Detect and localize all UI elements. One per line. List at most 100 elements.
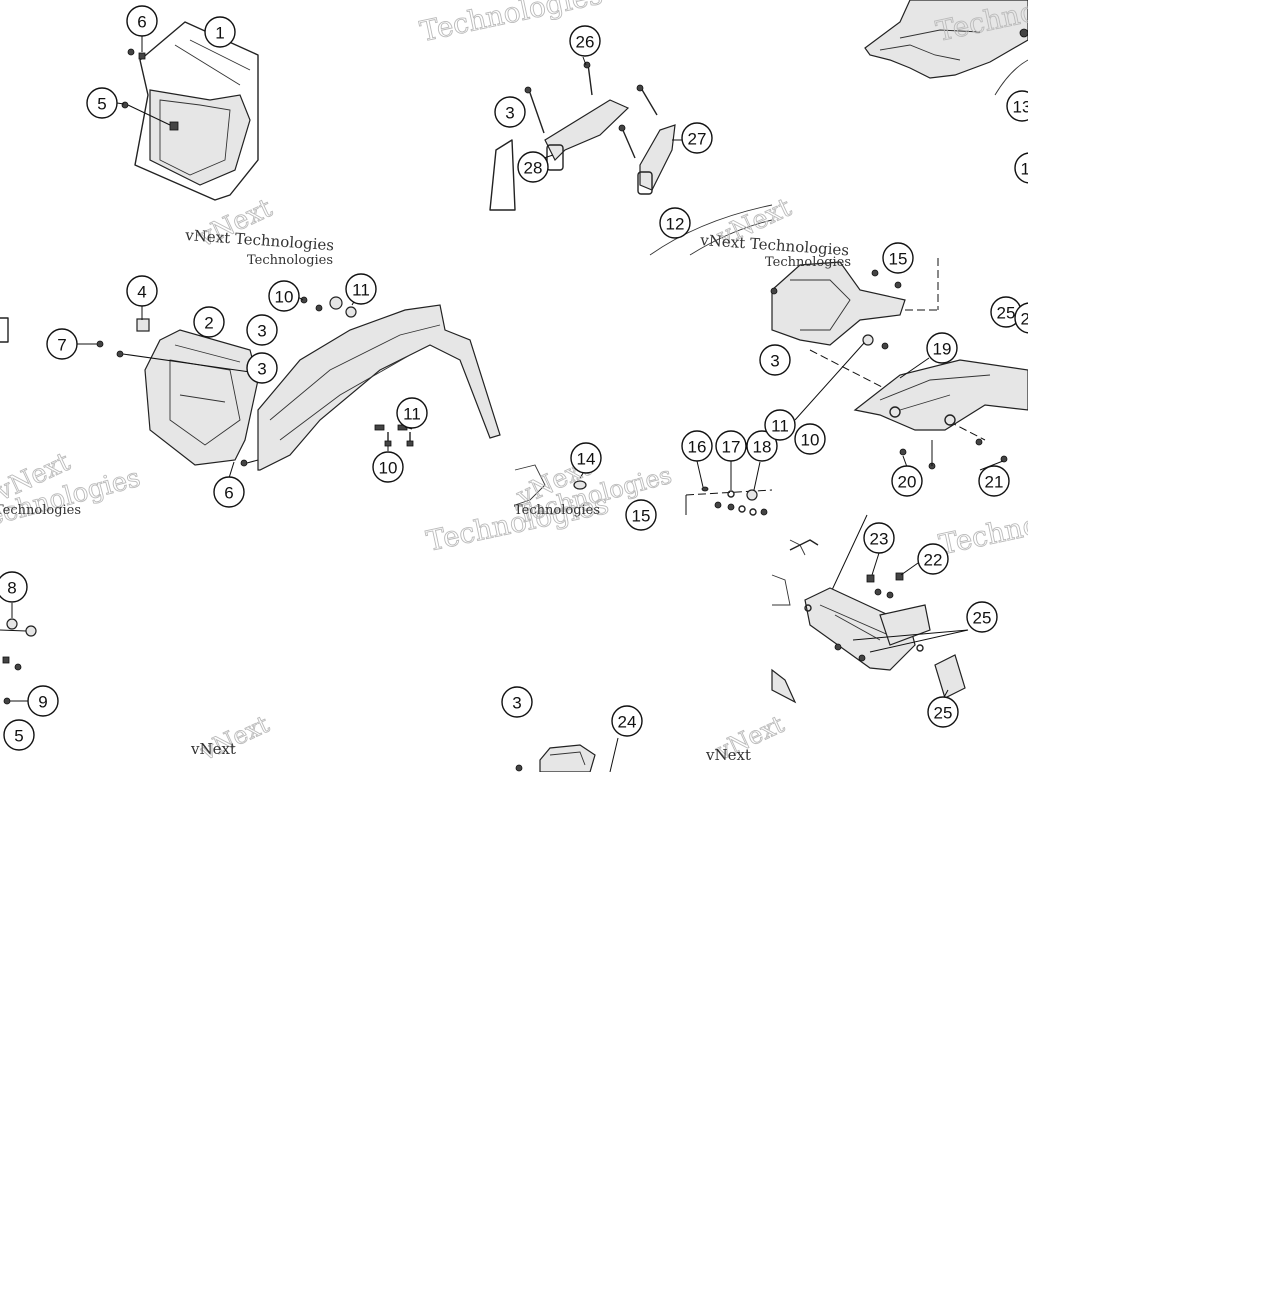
callout-circle xyxy=(193,306,225,338)
callout-circle xyxy=(926,332,958,364)
callout-circle xyxy=(611,705,643,737)
callout-number: 14 xyxy=(577,450,596,469)
watermark-text: Technologies xyxy=(765,255,851,270)
callout-16: 16 xyxy=(681,430,713,462)
grab-handle-right xyxy=(639,124,676,191)
callout-circle xyxy=(746,430,778,462)
callout-3: 3 xyxy=(501,686,533,718)
callout-circle xyxy=(625,499,657,531)
callout-number: 12 xyxy=(666,215,685,234)
tile-rear-fender xyxy=(770,258,1029,470)
callout-number: 27 xyxy=(688,130,707,149)
callout-number: 21 xyxy=(985,473,1004,492)
callout-21: 21 xyxy=(978,465,1010,497)
callout-6: 6 xyxy=(213,476,245,508)
callout-circle xyxy=(204,16,236,48)
tile-lower-rear xyxy=(515,737,619,773)
callout-4: 4 xyxy=(126,275,158,307)
headlight-housing-part xyxy=(144,329,259,466)
callout-number: 7 xyxy=(57,336,66,355)
callout-25: 25 xyxy=(966,601,998,633)
callout-number: 4 xyxy=(137,283,146,302)
callout-circle xyxy=(966,601,998,633)
callout-circle xyxy=(863,522,895,554)
callout-number: 9 xyxy=(38,693,47,712)
callout-number: 5 xyxy=(14,727,23,746)
callout-number: 3 xyxy=(257,360,266,379)
callout-circle xyxy=(681,430,713,462)
callout-10: 10 xyxy=(372,451,404,483)
callout-circle xyxy=(494,96,526,128)
callout-8: 8 xyxy=(0,571,28,603)
tile-seat-cover xyxy=(864,0,1029,96)
tile-headlight-mask xyxy=(121,21,259,201)
callout-28: 28 xyxy=(517,151,549,183)
callout-number: 10 xyxy=(801,431,820,450)
callout-1: 1 xyxy=(204,16,236,48)
callout-5: 5 xyxy=(3,719,35,751)
callout-number: 16 xyxy=(688,438,707,457)
callout-number: 3 xyxy=(512,694,521,713)
callout-number: 15 xyxy=(889,250,908,269)
callout-circle xyxy=(345,273,377,305)
callout-circle xyxy=(27,685,59,717)
callout-circle xyxy=(46,328,78,360)
watermark-text: vNext xyxy=(705,746,751,764)
callout-number: 3 xyxy=(770,352,779,371)
tile-hardware xyxy=(514,464,773,516)
callout-number: 6 xyxy=(137,13,146,32)
callout-3: 3 xyxy=(759,344,791,376)
callout-number: 8 xyxy=(7,579,16,598)
callout-10: 10 xyxy=(794,423,826,455)
callout-7: 7 xyxy=(46,328,78,360)
tile-misc-left xyxy=(0,603,37,705)
callout-circle xyxy=(86,87,118,119)
callout-20: 20 xyxy=(891,465,923,497)
rear-bracket-part xyxy=(771,261,906,346)
callout-number: 17 xyxy=(722,438,741,457)
callout-2: 2 xyxy=(193,306,225,338)
watermark-text: vNext xyxy=(190,740,236,758)
callout-number: 13 xyxy=(1013,98,1032,117)
callout-18: 18 xyxy=(746,430,778,462)
callout-circle xyxy=(246,314,278,346)
callout-10: 10 xyxy=(268,280,300,312)
callout-circle xyxy=(126,5,158,37)
callout-circle xyxy=(927,696,959,728)
callout-circle xyxy=(917,543,949,575)
callout-number: 15 xyxy=(632,507,651,526)
watermark-text: Technologies xyxy=(247,253,333,268)
callout-3: 3 xyxy=(246,314,278,346)
callout-circle xyxy=(978,465,1010,497)
callout-circle xyxy=(891,465,923,497)
callout-26: 26 xyxy=(569,25,601,57)
callout-12: 12 xyxy=(659,207,691,239)
callout-number: 1 xyxy=(215,24,224,43)
callout-circle xyxy=(517,151,549,183)
grab-handle-left xyxy=(544,99,630,162)
callout-circle xyxy=(372,451,404,483)
callout-number: 26 xyxy=(576,33,595,52)
tile-front-fender xyxy=(257,296,501,471)
callout-number: 22 xyxy=(924,551,943,570)
callout-number: 19 xyxy=(933,340,952,359)
callout-27: 27 xyxy=(681,122,713,154)
callout-number: 2 xyxy=(204,314,213,333)
callout-11: 11 xyxy=(396,397,428,429)
callout-number: 11 xyxy=(352,281,370,300)
callout-number: 23 xyxy=(870,530,889,549)
taillight-unit-part xyxy=(539,744,596,773)
tile-grab-handles xyxy=(489,61,773,256)
callout-25: 25 xyxy=(927,696,959,728)
callout-15: 15 xyxy=(882,242,914,274)
front-fender-part xyxy=(257,304,501,471)
callout-9: 9 xyxy=(27,685,59,717)
tile-headlight-housing xyxy=(0,317,259,467)
callout-number: 5 xyxy=(97,95,106,114)
callout-number: 6 xyxy=(224,484,233,503)
callout-11: 11 xyxy=(345,273,377,305)
callout-circle xyxy=(715,430,747,462)
